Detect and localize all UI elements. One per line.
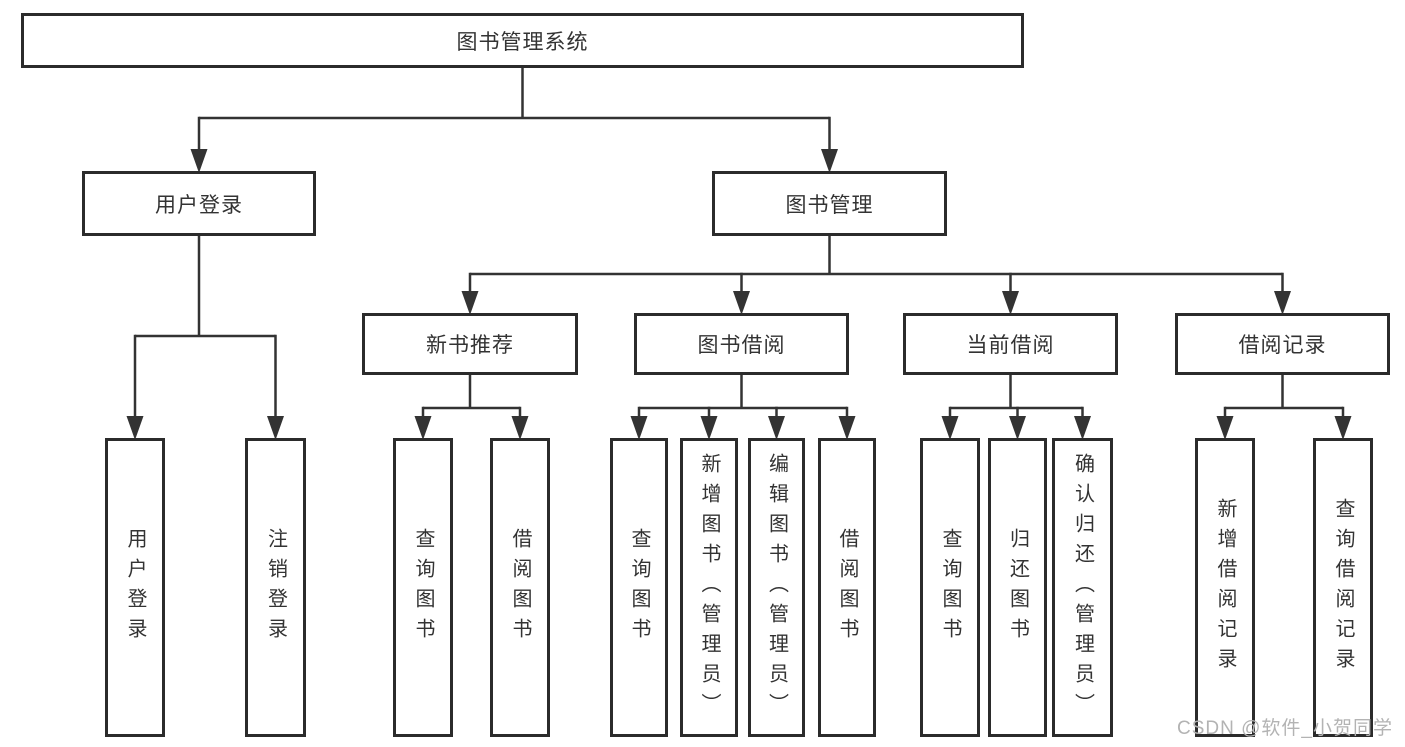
node-label: 图书借阅 [697,334,786,357]
node-label: 当前借阅 [966,334,1055,357]
node-label: 图书管理 [785,193,874,217]
node-label: 查询图书 [412,527,434,648]
node-label: 用户登录 [155,193,243,217]
node-label: 借阅记录 [1238,334,1327,357]
node-leaf-query-books-current: 查询图书 [920,438,980,737]
node-leaf-edit-books: 编辑图书（管理员） [748,438,805,737]
node-label: 归还图书 [1006,527,1029,648]
node-label: 注销登录 [264,527,287,648]
node-book-borrow: 图书借阅 [634,313,849,375]
node-leaf-return-books: 归还图书 [988,438,1047,737]
node-label: 查询借阅记录 [1332,497,1354,678]
node-label: 用户登录 [124,527,146,648]
node-book-mgmt: 图书管理 [712,171,947,236]
node-label: 图书管理系统 [456,30,589,54]
node-label: 编辑图书（管理员） [765,452,788,723]
node-leaf-confirm-return: 确认归还（管理员） [1052,438,1113,737]
node-label: 新书推荐 [426,334,514,357]
node-label: 查询图书 [939,527,961,648]
node-current-borrow: 当前借阅 [903,313,1118,375]
node-leaf-query-books-borrow: 查询图书 [610,438,668,737]
node-leaf-add-borrow-record: 新增借阅记录 [1195,438,1255,737]
node-user-login-branch: 用户登录 [82,171,316,236]
node-leaf-logout: 注销登录 [245,438,306,737]
node-label: 借阅图书 [836,527,858,648]
node-leaf-borrow-books-rec: 借阅图书 [490,438,550,737]
node-leaf-user-login: 用户登录 [105,438,165,737]
node-label: 查询图书 [628,527,650,648]
node-leaf-add-books: 新增图书（管理员） [680,438,738,737]
node-leaf-query-books-rec: 查询图书 [393,438,453,737]
node-label: 确认归还（管理员） [1071,452,1094,723]
node-root: 图书管理系统 [21,13,1024,68]
watermark: CSDN @软件_小贺同学 [1177,718,1393,739]
node-leaf-borrow-books: 借阅图书 [818,438,876,737]
node-label: 新增借阅记录 [1214,497,1236,678]
node-new-book-rec: 新书推荐 [362,313,578,375]
node-borrow-records: 借阅记录 [1175,313,1390,375]
node-leaf-query-borrow-record: 查询借阅记录 [1313,438,1373,737]
node-label: 新增图书（管理员） [698,452,720,723]
node-label: 借阅图书 [509,527,531,648]
